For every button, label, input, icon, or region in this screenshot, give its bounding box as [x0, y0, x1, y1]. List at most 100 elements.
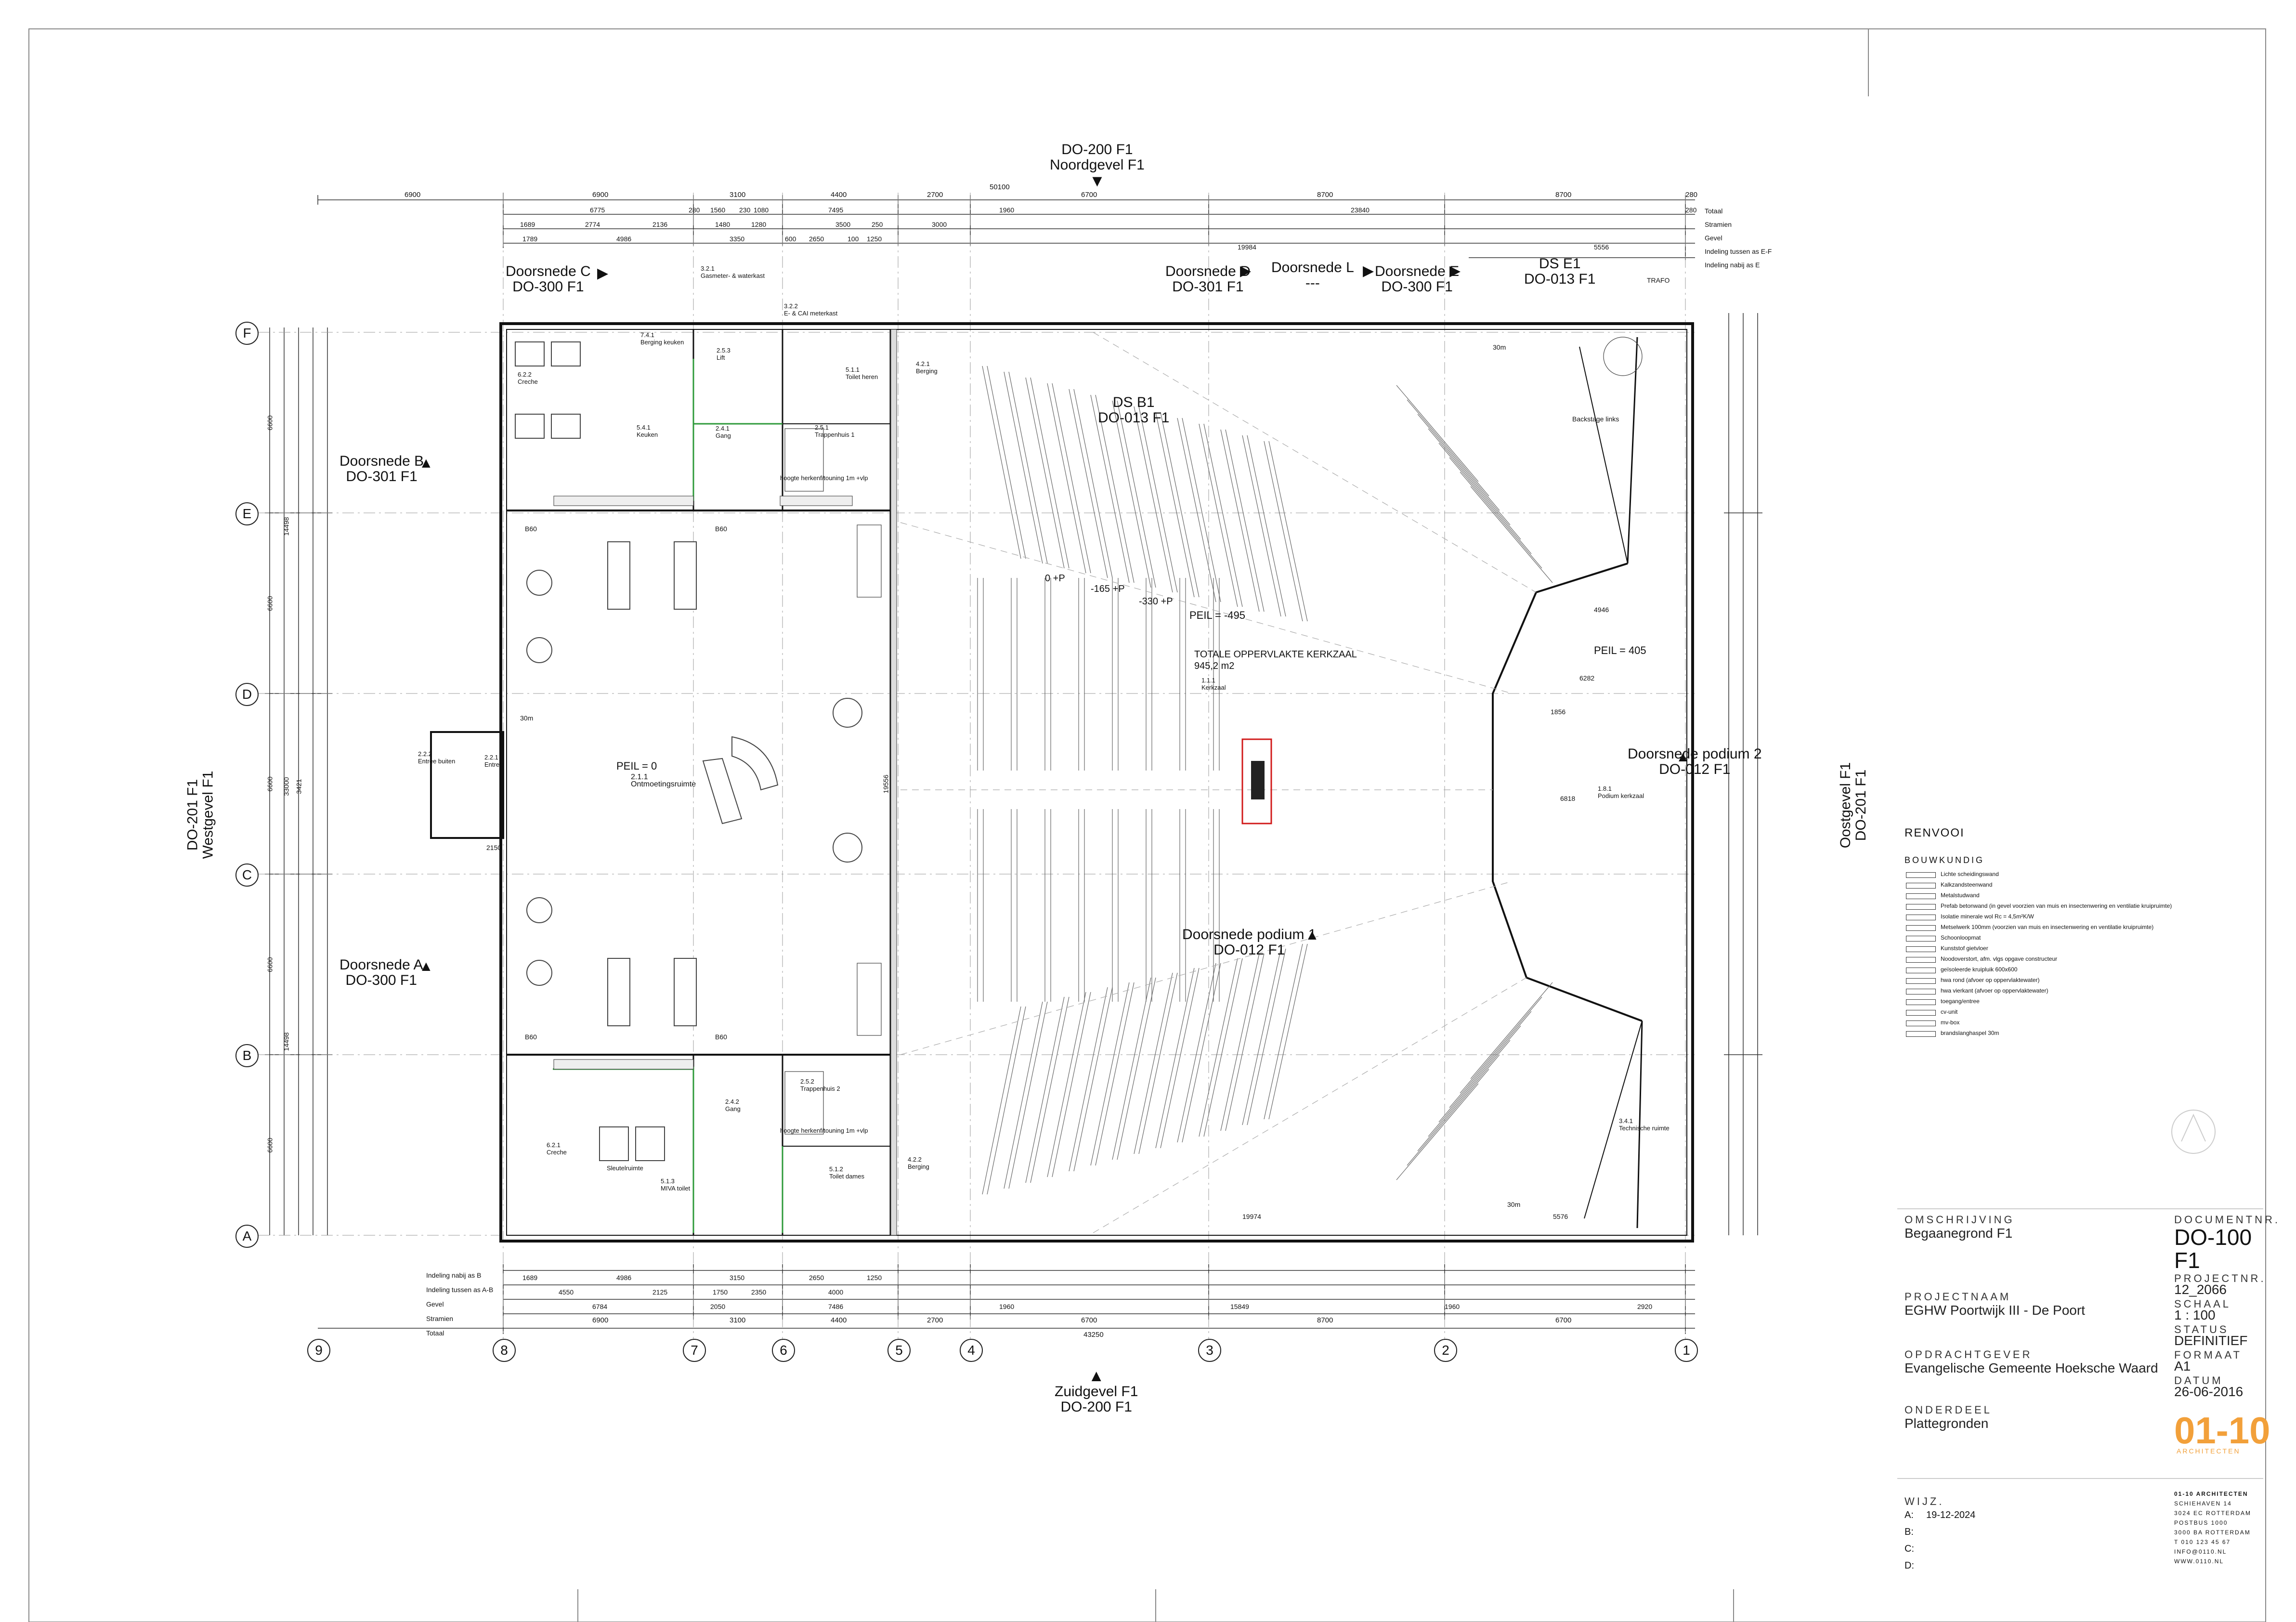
door-tag: B60 — [715, 1033, 727, 1041]
dim-label: Stramien — [426, 1315, 454, 1322]
dim-text: 250 — [872, 221, 883, 228]
revision-key: B: — [1905, 1527, 1914, 1537]
seating-rows — [977, 366, 1553, 1195]
dim-text: 15849 — [1230, 1303, 1249, 1310]
legend-title: RENVOOI — [1905, 826, 1965, 839]
east-elevation-marker[interactable]: Oostgevel F1 DO-201 F1 — [1838, 762, 1869, 848]
grid-bubble-row-a: A — [235, 1225, 259, 1248]
green-walls — [553, 359, 783, 1233]
elevation-code: DO-200 F1 — [1060, 1399, 1132, 1415]
office-line: T 010 123 45 67 — [2174, 1539, 2231, 1545]
dim-text: 230 — [739, 206, 751, 214]
legend-item: Noodoverstort, afm. vlgs opgave construc… — [1941, 955, 2058, 962]
tb-status: DEFINITIEF — [2174, 1333, 2248, 1348]
revision-value: 19-12-2024 — [1926, 1510, 1976, 1520]
section-marker-podium-2[interactable]: Doorsnede podium 2 DO-012 F1 — [1628, 746, 1762, 777]
tb-projectnr: 12_2066 — [2174, 1282, 2227, 1297]
section-name: DS B1 — [1112, 394, 1155, 410]
section-ref: DO-012 F1 — [1659, 761, 1731, 777]
section-name: Doorsnede A — [339, 957, 423, 973]
grid-bubble-col-1: 1 — [1675, 1339, 1698, 1362]
tb-opdrachtgever-label: OPDRACHTGEVER — [1905, 1348, 2033, 1360]
office-line: SCHIEHAVEN 14 — [2174, 1500, 2232, 1507]
section-marker-d[interactable]: Doorsnede D DO-301 F1 — [1165, 264, 1251, 295]
dim-text: 8700 — [1555, 191, 1572, 199]
legend-swatch — [1906, 925, 1936, 931]
stairs — [784, 337, 1643, 1135]
legend-item: cv-unit — [1941, 1008, 1958, 1015]
dim-text: 4946 — [1594, 606, 1609, 614]
dim-text: 23840 — [1351, 206, 1370, 214]
meeting-furniture — [515, 341, 862, 1161]
section-ref: DO-013 F1 — [1524, 271, 1596, 287]
tb-formaat: A1 — [2174, 1359, 2191, 1373]
section-name: Doorsnede L — [1271, 260, 1354, 275]
section-marker-b[interactable]: Doorsnede B DO-301 F1 — [339, 454, 424, 484]
section-marker-e1[interactable]: DS E1 DO-013 F1 — [1524, 256, 1595, 287]
dim-text: 1560 — [710, 206, 726, 214]
section-marker-a[interactable]: Doorsnede A DO-300 F1 — [339, 957, 423, 988]
hall-aisles — [900, 332, 1537, 1233]
dim-text: 1856 — [1551, 708, 1566, 716]
section-name: Doorsnede B — [339, 453, 424, 469]
section-marker-l[interactable]: Doorsnede L --- — [1271, 260, 1354, 291]
room-label: Sleutelruimte — [607, 1164, 643, 1172]
legend-swatch — [1906, 1031, 1936, 1037]
dim-text: 19556 — [882, 774, 890, 794]
dim-text: 100 — [848, 235, 859, 243]
tb-projectnaam: EGHW Poortwijk III - De Poort — [1905, 1303, 2085, 1318]
west-elevation-marker[interactable]: DO-201 F1 Westgevel F1 — [184, 771, 216, 859]
trafo-label: TRAFO — [1647, 276, 1670, 284]
section-marker-c[interactable]: Doorsnede C DO-300 F1 — [506, 264, 591, 295]
section-ref: DO-013 F1 — [1098, 410, 1170, 426]
tb-projectnaam-label: PROJECTNAAM — [1905, 1291, 2011, 1303]
section-marker-b1[interactable]: DS B1 DO-013 F1 — [1098, 395, 1169, 426]
dim-text: 8700 — [1317, 191, 1333, 199]
tb-opdrachtgever: Evangelische Gemeente Hoeksche Waard — [1905, 1360, 2158, 1375]
hose-reel-label: 30m — [1493, 343, 1506, 351]
dim-text: 2150 — [486, 844, 502, 851]
dim-text: 1960 — [999, 1303, 1015, 1310]
office-line: 3024 EC ROTTERDAM — [2174, 1510, 2252, 1517]
dim-text-total: 50100 — [990, 183, 1010, 191]
office-line: WWW.0110.NL — [2174, 1558, 2224, 1565]
tb-omschrijving-label: OMSCHRIJVING — [1905, 1214, 2015, 1226]
legend-swatch — [1906, 883, 1936, 889]
section-name: Doorsnede C — [506, 263, 591, 279]
level-marker: PEIL = 0 — [616, 760, 657, 772]
dim-label: Indeling nabij as B — [426, 1271, 482, 1279]
backstage-label: Backstage links — [1572, 415, 1619, 423]
level-p-marker: -165 +P — [1091, 584, 1125, 594]
section-marker-e[interactable]: Doorsnede E DO-300 F1 — [1375, 264, 1459, 295]
tb-projectnr-label: PROJECTNR. — [2174, 1272, 2266, 1284]
dim-text: 2650 — [809, 235, 824, 243]
section-marker-podium-1[interactable]: Doorsnede podium 1 DO-012 F1 — [1182, 927, 1317, 958]
south-elevation-marker[interactable]: ▲ Zuidgevel F1 DO-200 F1 — [1055, 1368, 1138, 1415]
dim-text: 1960 — [1445, 1303, 1460, 1310]
dim-text: 4400 — [831, 1316, 847, 1324]
dim-text: 6600 — [266, 776, 274, 792]
dim-text: 2700 — [927, 191, 943, 199]
dim-text: 5556 — [1594, 243, 1609, 251]
elevation-label: Noordgevel F1 — [1050, 157, 1145, 173]
dim-text: 280 — [1685, 191, 1698, 199]
dim-text: 6282 — [1579, 674, 1595, 682]
dim-text: 1689 — [520, 221, 535, 228]
triangle-up-icon: ▲ — [1305, 927, 1319, 943]
left-dimensions — [265, 327, 332, 1235]
central-desk — [1241, 738, 1272, 824]
elevation-code: DO-200 F1 — [1061, 142, 1133, 157]
grid-bubble-col-6: 6 — [772, 1339, 795, 1362]
tb-status-label: STATUS — [2174, 1323, 2229, 1335]
dim-text: 2920 — [1637, 1303, 1653, 1310]
office-line: 01-10 ARCHITECTEN — [2174, 1491, 2248, 1497]
door-tag: B60 — [525, 1033, 537, 1041]
dim-text-total: 43250 — [1083, 1331, 1104, 1339]
door-tag: B60 — [525, 525, 537, 533]
dim-text: 4000 — [828, 1288, 844, 1296]
dim-text: 7495 — [828, 206, 844, 214]
north-elevation-marker[interactable]: DO-200 F1 Noordgevel F1 ▼ — [1050, 142, 1145, 190]
